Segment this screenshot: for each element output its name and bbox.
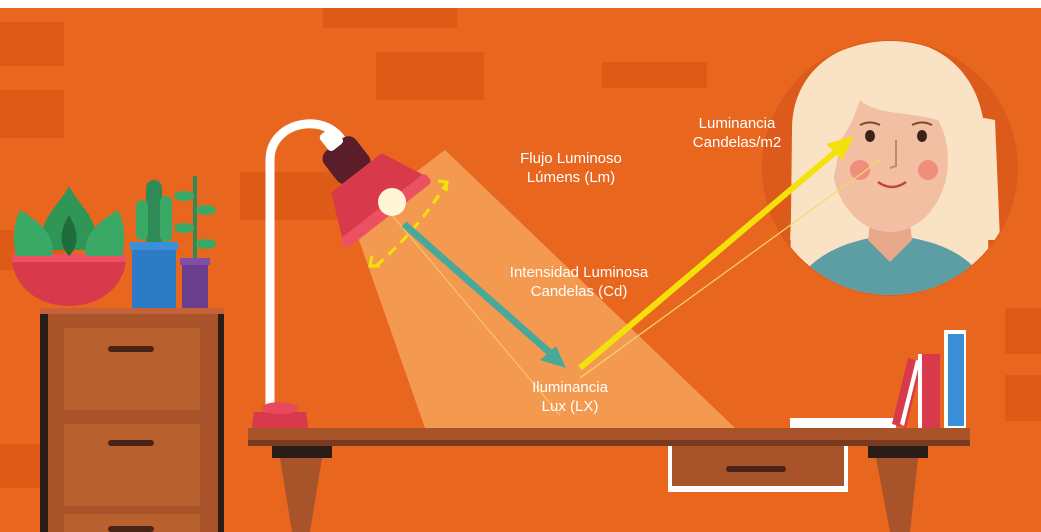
label-flujo-line2: Lúmens (Lm) [498, 168, 644, 187]
label-luminancia-line1: Luminancia [682, 114, 792, 133]
label-intensidad-line1: Intensidad Luminosa [494, 263, 664, 282]
label-intensidad: Intensidad Luminosa Candelas (Cd) [494, 263, 664, 301]
label-flujo-line1: Flujo Luminoso [498, 149, 644, 168]
drawer-cabinet-icon [40, 308, 224, 532]
label-flujo: Flujo Luminoso Lúmens (Lm) [498, 149, 644, 187]
label-iluminancia-line2: Lux (LX) [520, 397, 620, 416]
label-iluminancia-line1: Iluminancia [520, 378, 620, 397]
label-iluminancia: Iluminancia Lux (LX) [520, 378, 620, 416]
label-intensidad-line2: Candelas (Cd) [494, 282, 664, 301]
label-luminancia: Luminancia Candelas/m2 [682, 114, 792, 152]
label-luminancia-line2: Candelas/m2 [682, 133, 792, 152]
